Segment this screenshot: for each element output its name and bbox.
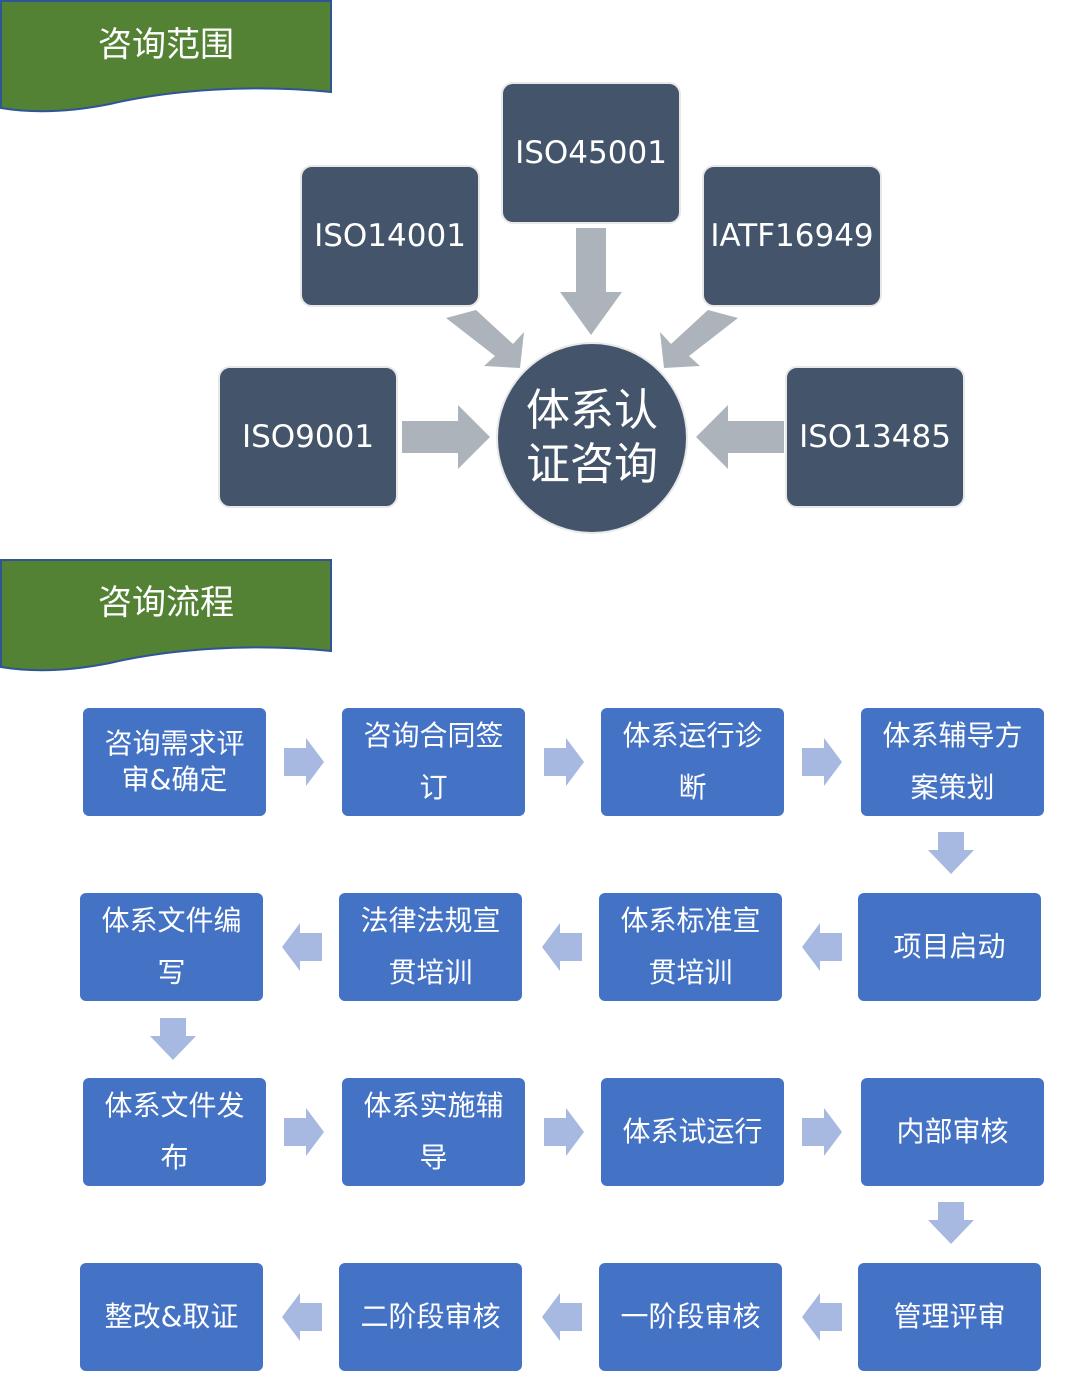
- arrow-left: [802, 923, 842, 971]
- step-system-diagnosis: 体系运行诊断: [601, 708, 784, 816]
- step-project-kickoff: 项目启动: [858, 893, 1041, 1001]
- arrow-right: [544, 1108, 584, 1156]
- step-management-review: 管理评审: [858, 1263, 1041, 1371]
- step-rectify-certify: 整改&取证: [80, 1263, 263, 1371]
- process-section-banner: [0, 559, 332, 672]
- arrow-right: [544, 738, 584, 786]
- arrow-iso45001: [560, 228, 622, 335]
- scope-section-banner: [0, 0, 332, 113]
- arrow-left: [282, 923, 322, 971]
- standard-iatf16949: IATF16949: [702, 165, 882, 307]
- step-stage1-audit: 一阶段审核: [599, 1263, 782, 1371]
- step-internal-audit: 内部审核: [861, 1078, 1044, 1186]
- step-document-writing: 体系文件编写: [80, 893, 263, 1001]
- arrow-down: [928, 832, 974, 874]
- arrow-iso13485: [696, 405, 784, 469]
- arrow-right: [284, 1108, 324, 1156]
- standard-iso45001: ISO45001: [501, 82, 681, 224]
- step-trial-run: 体系试运行: [601, 1078, 784, 1186]
- arrow-right: [802, 738, 842, 786]
- arrow-left: [282, 1293, 322, 1341]
- step-implementation-guidance: 体系实施辅导: [342, 1078, 525, 1186]
- process-section-title: 咨询流程: [98, 583, 234, 623]
- arrow-iatf16949: [660, 310, 738, 368]
- center-certification-consulting: 体系认证咨询: [496, 342, 688, 534]
- arrow-down: [150, 1018, 196, 1060]
- arrow-left: [802, 1293, 842, 1341]
- step-stage2-audit: 二阶段审核: [339, 1263, 522, 1371]
- arrow-right: [284, 738, 324, 786]
- scope-arrows: [402, 228, 784, 469]
- arrow-iso14001: [446, 310, 524, 368]
- standard-iso14001: ISO14001: [300, 165, 480, 307]
- arrow-left: [542, 923, 582, 971]
- arrow-left: [542, 1293, 582, 1341]
- standard-iso13485: ISO13485: [785, 366, 965, 508]
- step-contract-signing: 咨询合同签订: [342, 708, 525, 816]
- step-requirement-review: 咨询需求评审&确定: [83, 708, 266, 816]
- step-guidance-planning: 体系辅导方案策划: [861, 708, 1044, 816]
- standard-iso9001: ISO9001: [218, 366, 398, 508]
- step-law-training: 法律法规宣贯培训: [339, 893, 522, 1001]
- step-document-release: 体系文件发布: [83, 1078, 266, 1186]
- scope-section-title: 咨询范围: [98, 25, 234, 65]
- step-standard-training: 体系标准宣贯培训: [599, 893, 782, 1001]
- arrow-iso9001: [402, 405, 490, 469]
- arrow-right: [802, 1108, 842, 1156]
- arrow-down: [928, 1202, 974, 1244]
